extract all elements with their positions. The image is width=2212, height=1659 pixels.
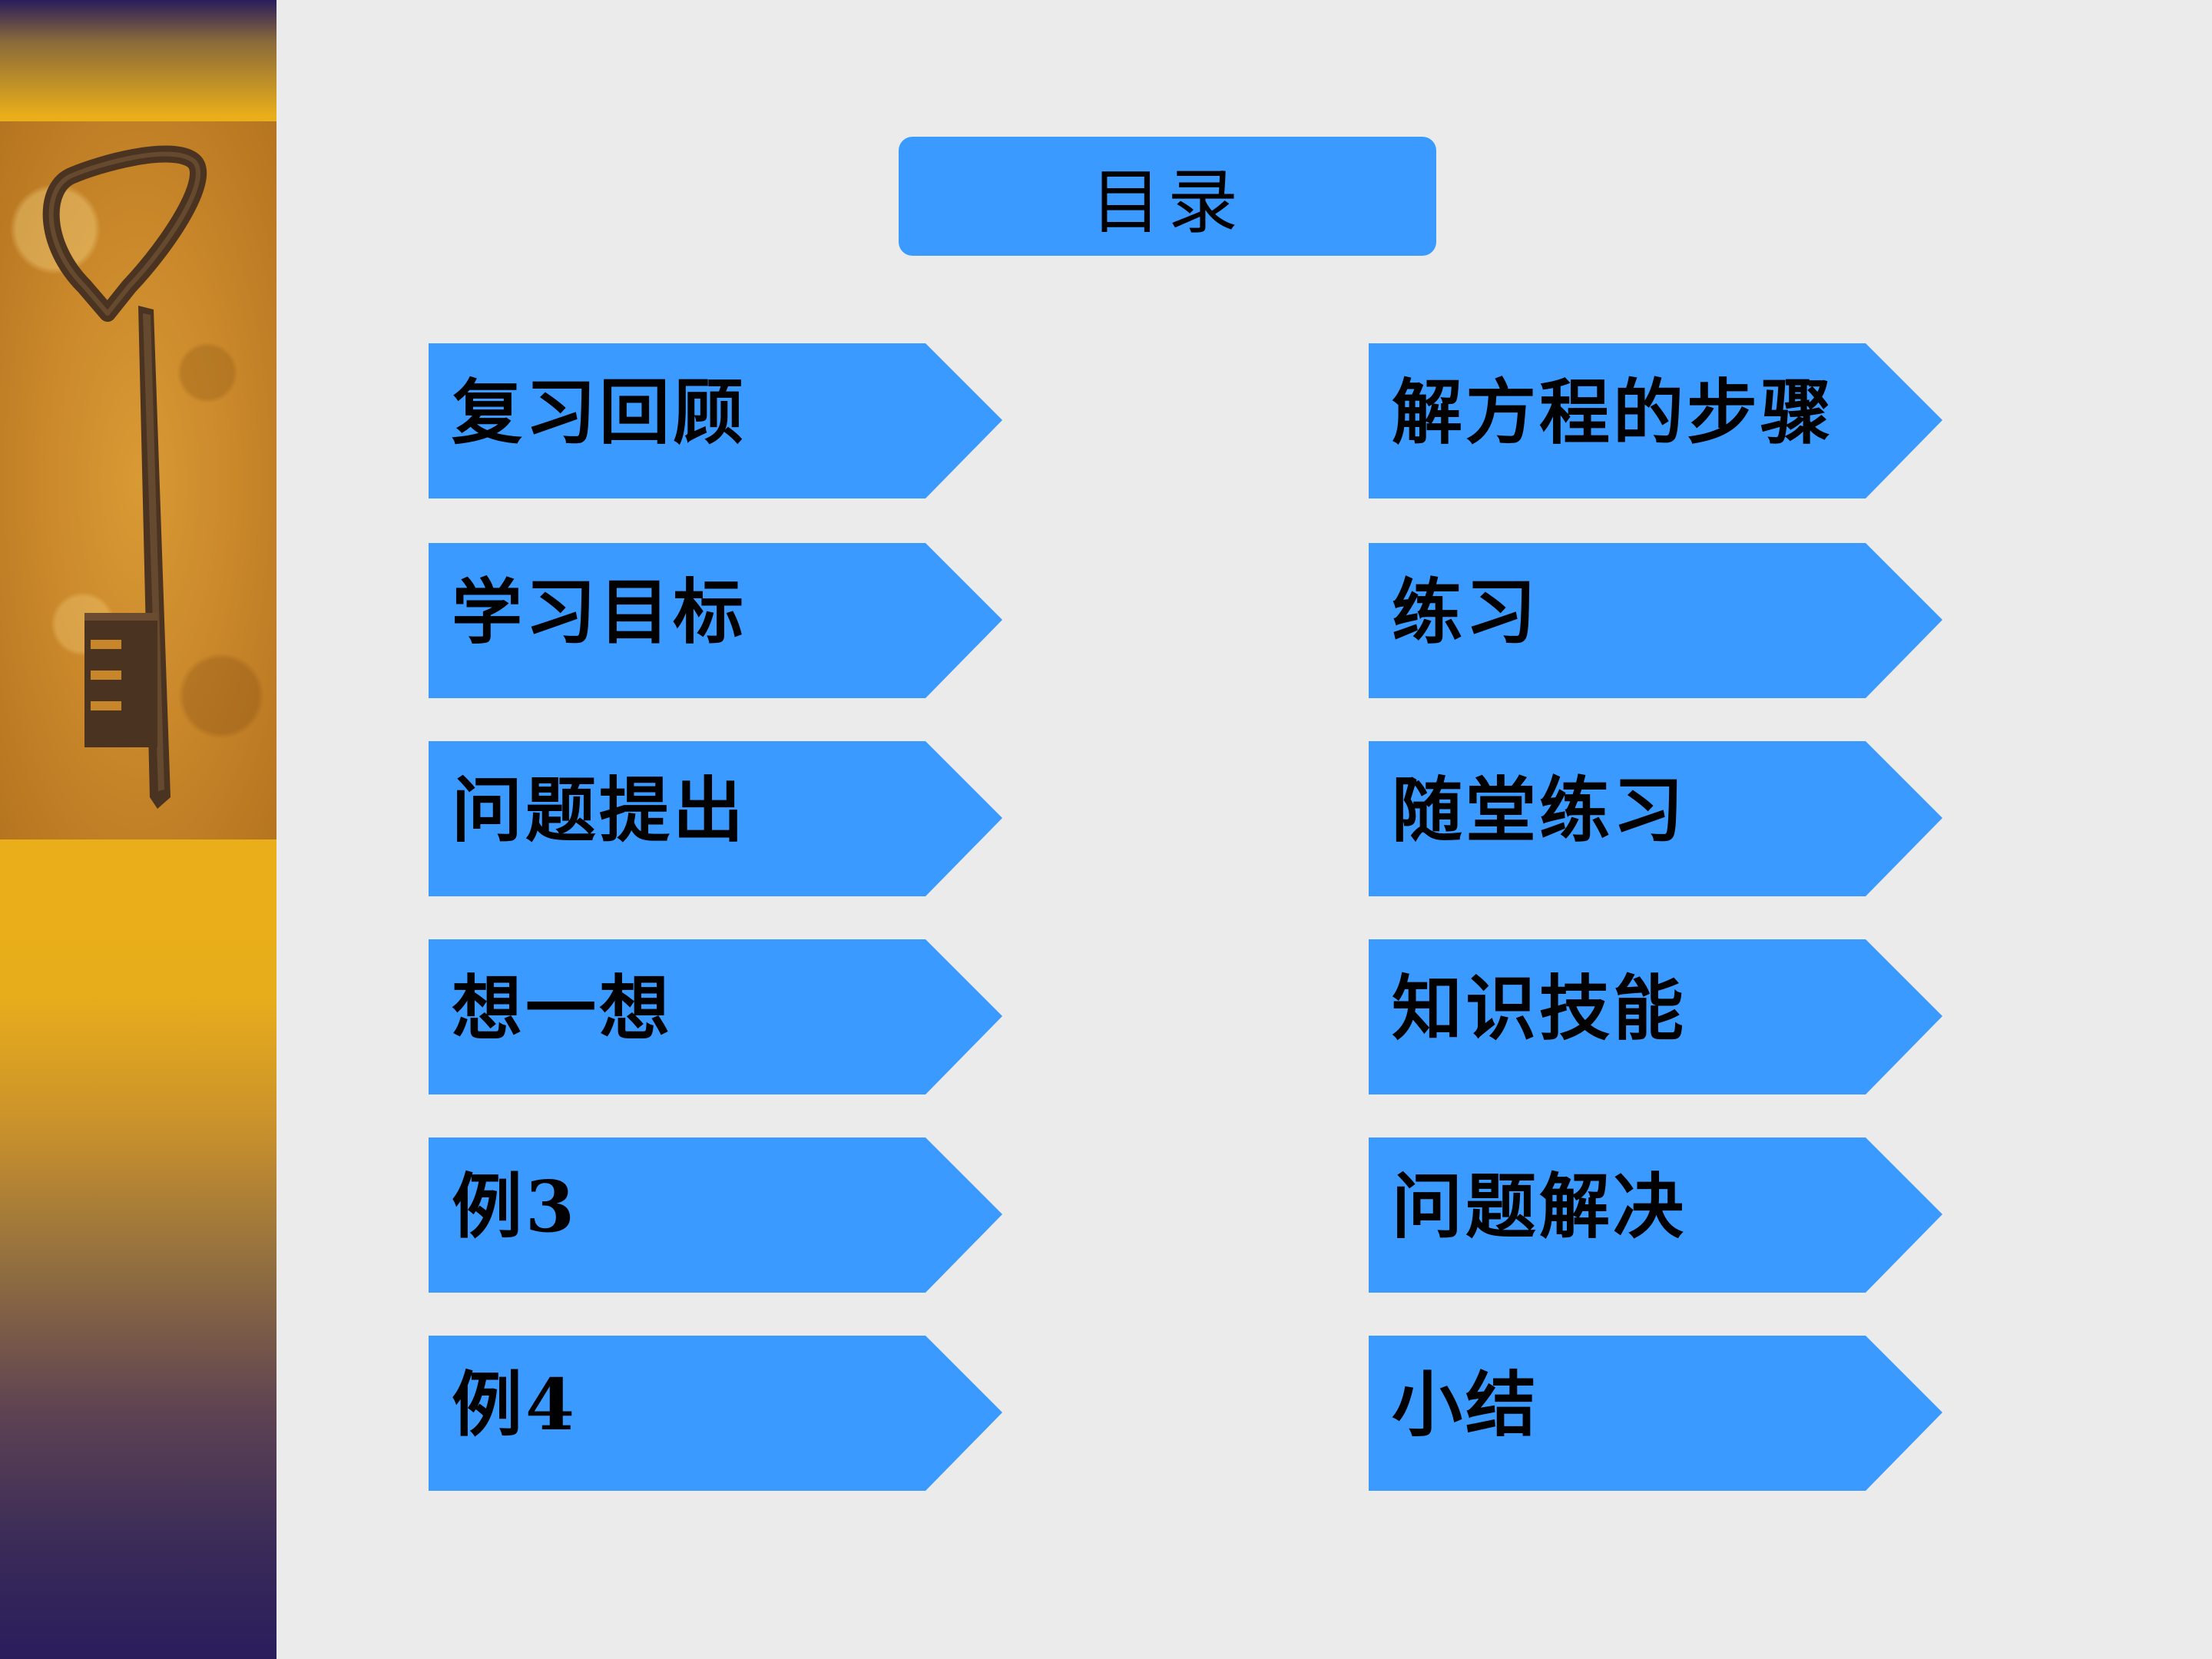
toc-item-knowledge-skills[interactable]: 知识技能 <box>1369 939 1942 1094</box>
toc-item-problem-solving[interactable]: 问题解决 <box>1369 1137 1942 1293</box>
toc-item-think[interactable]: 想一想 <box>429 939 1002 1094</box>
toc-item-label: 例4 <box>452 1363 578 1446</box>
toc-item-learning-goals[interactable]: 学习目标 <box>429 543 1002 698</box>
toc-item-example-4[interactable]: 例4 <box>429 1336 1002 1491</box>
title-box: 目录 <box>899 137 1436 256</box>
toc-item-label: 小结 <box>1392 1363 1540 1446</box>
key-icon <box>42 145 207 809</box>
page-title: 目录 <box>1090 161 1244 243</box>
toc-item-label: 例3 <box>452 1165 578 1248</box>
toc-item-practice[interactable]: 练习 <box>1369 543 1942 698</box>
toc-item-summary[interactable]: 小结 <box>1369 1336 1942 1491</box>
toc-item-label: 问题提出 <box>452 769 747 852</box>
toc-item-label: 问题解决 <box>1392 1165 1687 1248</box>
key-photo <box>0 121 276 839</box>
toc-item-example-3[interactable]: 例3 <box>429 1137 1002 1293</box>
toc-item-label: 学习目标 <box>452 571 747 654</box>
toc-item-class-practice[interactable]: 随堂练习 <box>1369 741 1942 896</box>
toc-item-label: 复习回顾 <box>452 371 747 454</box>
toc-item-problem-statement[interactable]: 问题提出 <box>429 741 1002 896</box>
toc-item-label: 随堂练习 <box>1392 769 1687 852</box>
toc-item-label: 想一想 <box>452 967 674 1050</box>
toc-item-label: 知识技能 <box>1392 967 1687 1050</box>
toc-item-review[interactable]: 复习回顾 <box>429 343 1002 498</box>
toc-item-label: 解方程的步骤 <box>1392 371 1835 454</box>
toc-item-equation-steps[interactable]: 解方程的步骤 <box>1369 343 1942 498</box>
toc-item-label: 练习 <box>1392 571 1540 654</box>
